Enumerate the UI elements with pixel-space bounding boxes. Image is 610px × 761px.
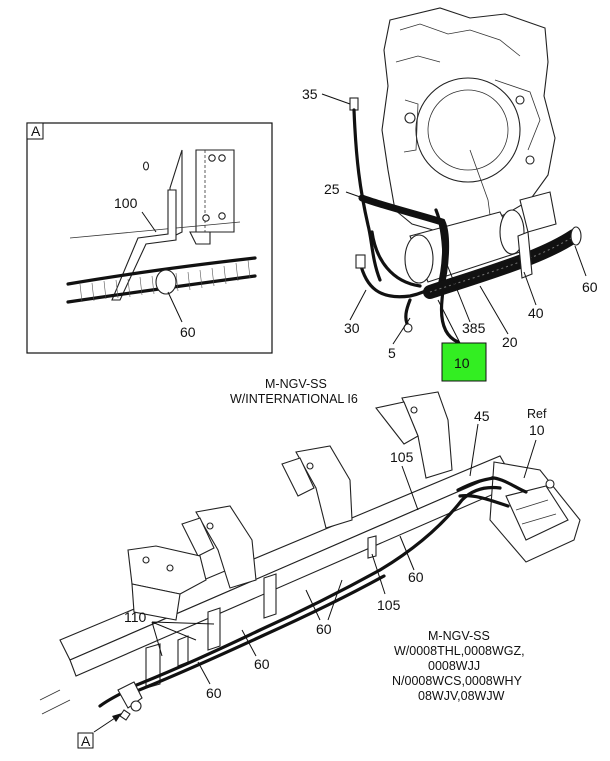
callout-40: 40: [528, 305, 544, 321]
frame-assembly: 45 Ref 10 105 60 105 60 110 60 60 A: [39, 391, 581, 749]
callout-385: 385: [462, 320, 486, 336]
frame-note-line-5: 08WJV,08WJW: [418, 689, 505, 703]
callout-100: 100: [114, 195, 138, 211]
callout-5: 5: [388, 345, 396, 361]
engine-note-line-1: M-NGV-SS: [265, 377, 327, 391]
engine-note-line-2: W/INTERNATIONAL I6: [230, 392, 358, 406]
frame-note-line-2: W/0008THL,0008WGZ,: [394, 644, 525, 658]
frame-note-line-4: N/0008WCS,0008WHY: [392, 674, 523, 688]
callout-60-engine: 60: [582, 279, 598, 295]
callout-10-highlighted: 10: [454, 355, 470, 371]
callout-60-frame-4: 60: [206, 685, 222, 701]
callout-10-highlight-box: [441, 342, 487, 382]
ref-callout-10: 10: [529, 422, 545, 438]
frame-note-line-1: M-NGV-SS: [428, 629, 490, 643]
engine-note: M-NGV-SS W/INTERNATIONAL I6: [230, 377, 358, 406]
frame-note-line-3: 0008WJJ: [428, 659, 480, 673]
callout-30: 30: [344, 320, 360, 336]
engine-assembly: 35 25 30 5 385 20 40 60 10: [302, 7, 598, 382]
callout-20: 20: [502, 334, 518, 350]
callout-35: 35: [302, 86, 318, 102]
frame-note: M-NGV-SS W/0008THL,0008WGZ, 0008WJJ N/00…: [392, 629, 525, 703]
callout-60-frame-1: 60: [408, 569, 424, 585]
callout-110: 110: [124, 609, 147, 625]
callout-60-frame-2: 60: [316, 621, 332, 637]
view-reference-label: A: [81, 733, 91, 749]
callout-60-detail: 60: [180, 324, 196, 340]
detail-view-a: A 100 60: [26, 122, 273, 354]
callout-105-top: 105: [390, 449, 414, 465]
detail-view-label: A: [31, 123, 41, 139]
callout-105-mid: 105: [377, 597, 401, 613]
callout-60-frame-3: 60: [254, 656, 270, 672]
callout-25: 25: [324, 181, 340, 197]
ref-label: Ref: [527, 407, 547, 421]
callout-45: 45: [474, 408, 490, 424]
